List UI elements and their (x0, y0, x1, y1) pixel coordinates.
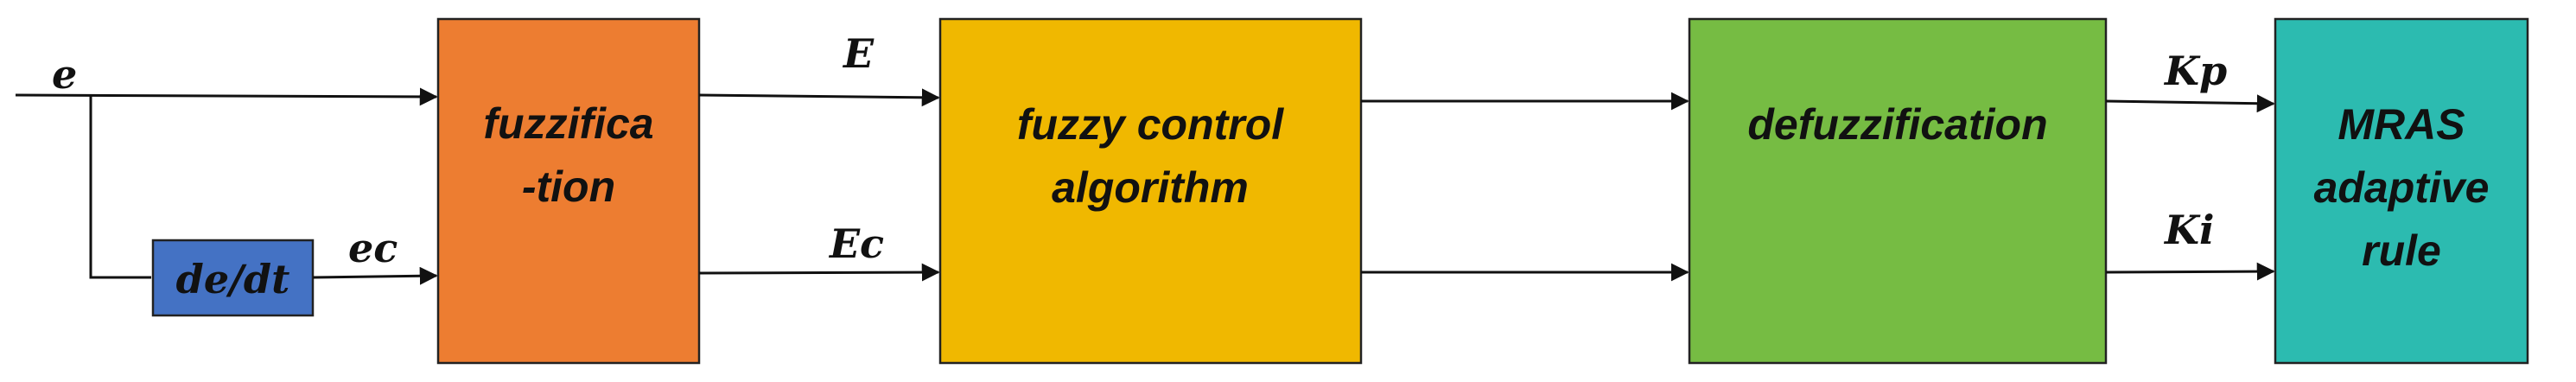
derivative-label: de/dt (176, 256, 290, 302)
defuzzification-block (1688, 17, 2108, 365)
Kp-wire (2105, 94, 2275, 113)
Ki-wire (2105, 262, 2275, 281)
Ec-wire (698, 263, 940, 282)
signal-Ki-label: Ki (2163, 207, 2214, 253)
fuzzy-control-block (938, 17, 1363, 365)
E-wire (698, 88, 940, 107)
ec-wire (312, 266, 438, 285)
derivative-block (151, 239, 315, 317)
signal-Ec-label: Ec (828, 220, 884, 267)
fuzzification-label-line2: -tion (522, 162, 615, 211)
defuzzification-label: defuzzification (1747, 100, 2047, 149)
fuzzy-control-label-line2: algorithm (1052, 163, 1249, 212)
fuzzification-block (436, 17, 701, 365)
signal-e-label: e (52, 51, 77, 98)
fuzzy-control-label-line1: fuzzy control (1017, 100, 1284, 149)
input-e-wire (15, 87, 438, 106)
mras-label-line2: adaptive (2314, 163, 2490, 212)
mras-label-line1: MRAS (2337, 100, 2465, 149)
mras-label-line3: rule (2362, 226, 2441, 275)
branch-wire (89, 95, 151, 279)
signal-Kp-label: Kp (2163, 48, 2227, 94)
signal-ec-label: ec (348, 225, 398, 271)
mras-block (2274, 17, 2529, 365)
fuzzification-label-line1: fuzzifica (483, 99, 653, 148)
signal-E-label: E (842, 30, 875, 77)
